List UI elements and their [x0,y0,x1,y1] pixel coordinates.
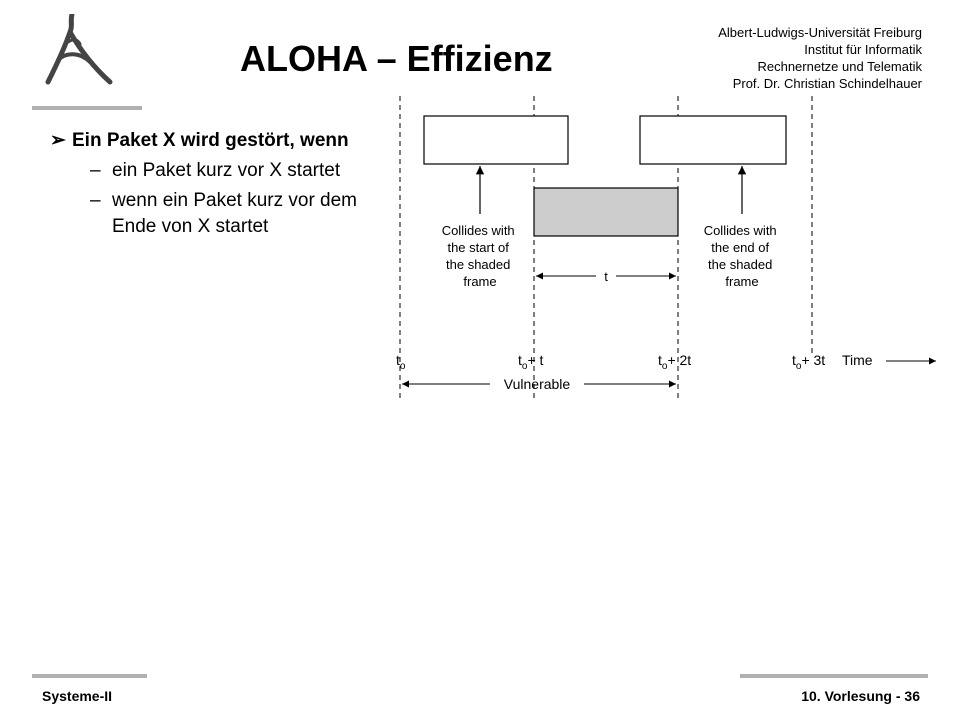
time-label-t1: to+ t [518,352,544,372]
header-divider [32,106,142,110]
vulnerable-label: Vulnerable [504,376,571,392]
aloha-vulnerable-period-diagram: Collides with the start of the shaded fr… [396,96,936,398]
time-label-t0: to [396,352,406,372]
page-title: ALOHA – Effizienz [240,38,553,79]
footer-divider-right [740,674,928,678]
institution-line: Albert-Ludwigs-Universität Freiburg [718,25,922,40]
shaded-frame-box [533,187,679,237]
interval-label: t [604,269,608,284]
main-bullet: ➢ Ein Paket X wird gestört, wenn [50,128,370,154]
left-collision-label: Collides with the start of the shaded fr… [442,223,519,289]
main-bullet-text: Ein Paket X wird gestört, wenn [72,130,349,151]
time-label-t2: to+ 2t [658,352,691,372]
institution-block: Albert-Ludwigs-Universität Freiburg Inst… [718,24,922,92]
institution-line: Prof. Dr. Christian Schindelhauer [732,76,922,91]
institution-line: Institut für Informatik [804,42,922,57]
sub-bullet: – wenn ein Paket kurz vor dem Ende von X… [50,188,370,240]
university-logo-icon [45,14,113,85]
footer-divider-left [32,674,147,678]
lecture-page-number: 10. Vorlesung - 36 [801,688,920,704]
earlier-frame-box [423,115,569,165]
right-collision-label: Collides with the end of the shaded fram… [704,223,781,289]
bullet-list: ➢ Ein Paket X wird gestört, wenn – ein P… [50,128,370,240]
dash-bullet-icon: – [90,190,101,211]
later-frame-box [639,115,787,165]
course-name: Systeme-II [42,688,113,704]
arrow-bullet-icon: ➢ [50,130,66,151]
dash-bullet-icon: – [90,160,101,181]
time-label-t3: to+ 3t [792,352,825,372]
sub-bullet-text: ein Paket kurz vor X startet [112,160,341,181]
sub-bullet: – ein Paket kurz vor X startet [50,158,370,184]
institution-line: Rechnernetze und Telematik [757,59,922,74]
sub-bullet-text: wenn ein Paket kurz vor dem Ende von X s… [112,190,358,237]
time-axis-label: Time [842,352,873,368]
